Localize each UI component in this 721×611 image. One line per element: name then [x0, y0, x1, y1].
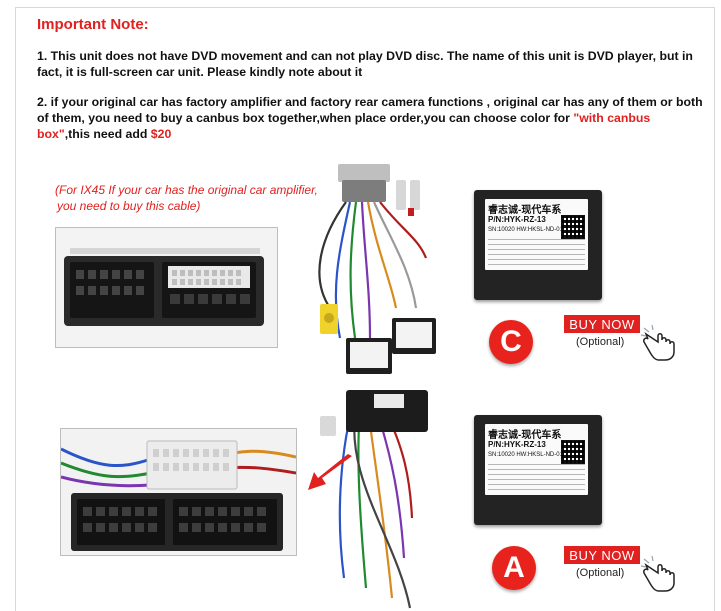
- canbus-option-highlight: "with canbus box": [37, 111, 651, 141]
- canbus-box-c-label: 睿志诚-现代车系 P/N:HYK-RZ-13 SN:10020 HW:HKSL-…: [485, 199, 588, 270]
- option-c-badge: C: [489, 320, 533, 364]
- note-paragraph-1: 1. This unit does not have DVD movement …: [37, 49, 693, 79]
- important-note-title: Important Note:: [37, 16, 149, 33]
- option-c-optional-label: (Optional): [576, 336, 625, 348]
- qr-code-icon: [561, 440, 585, 464]
- canbus-box-a-label: 睿志诚-现代车系 P/N:HYK-RZ-13 SN:10020 HW:HKSL-…: [485, 424, 588, 495]
- ix45-cable-caption: (For IX45 If your car has the original c…: [55, 183, 318, 213]
- option-a-badge: A: [492, 546, 536, 590]
- red-arrow-icon: [308, 454, 352, 490]
- connector-closeup-illustration: [61, 429, 296, 555]
- wiring-harness-photo: [318, 164, 436, 609]
- pointing-hand-icon: [640, 324, 675, 361]
- option-a-optional-label: (Optional): [576, 567, 625, 579]
- buy-now-c-button[interactable]: BUY NOW: [564, 315, 640, 333]
- qr-code-icon: [561, 215, 585, 239]
- canbus-box-a: 睿志诚-现代车系 P/N:HYK-RZ-13 SN:10020 HW:HKSL-…: [474, 415, 602, 525]
- canbus-box-c: 睿志诚-现代车系 P/N:HYK-RZ-13 SN:10020 HW:HKSL-…: [474, 190, 602, 300]
- pointing-hand-icon: [640, 555, 675, 592]
- amplifier-connector-photo: [55, 227, 278, 348]
- vehicle-connector-photo: [60, 428, 297, 556]
- connector-illustration: [56, 228, 277, 347]
- canbus-price: $20: [150, 127, 172, 141]
- note-paragraph-2: 2. if your original car has factory ampl…: [37, 95, 703, 141]
- buy-now-a-button[interactable]: BUY NOW: [564, 546, 640, 564]
